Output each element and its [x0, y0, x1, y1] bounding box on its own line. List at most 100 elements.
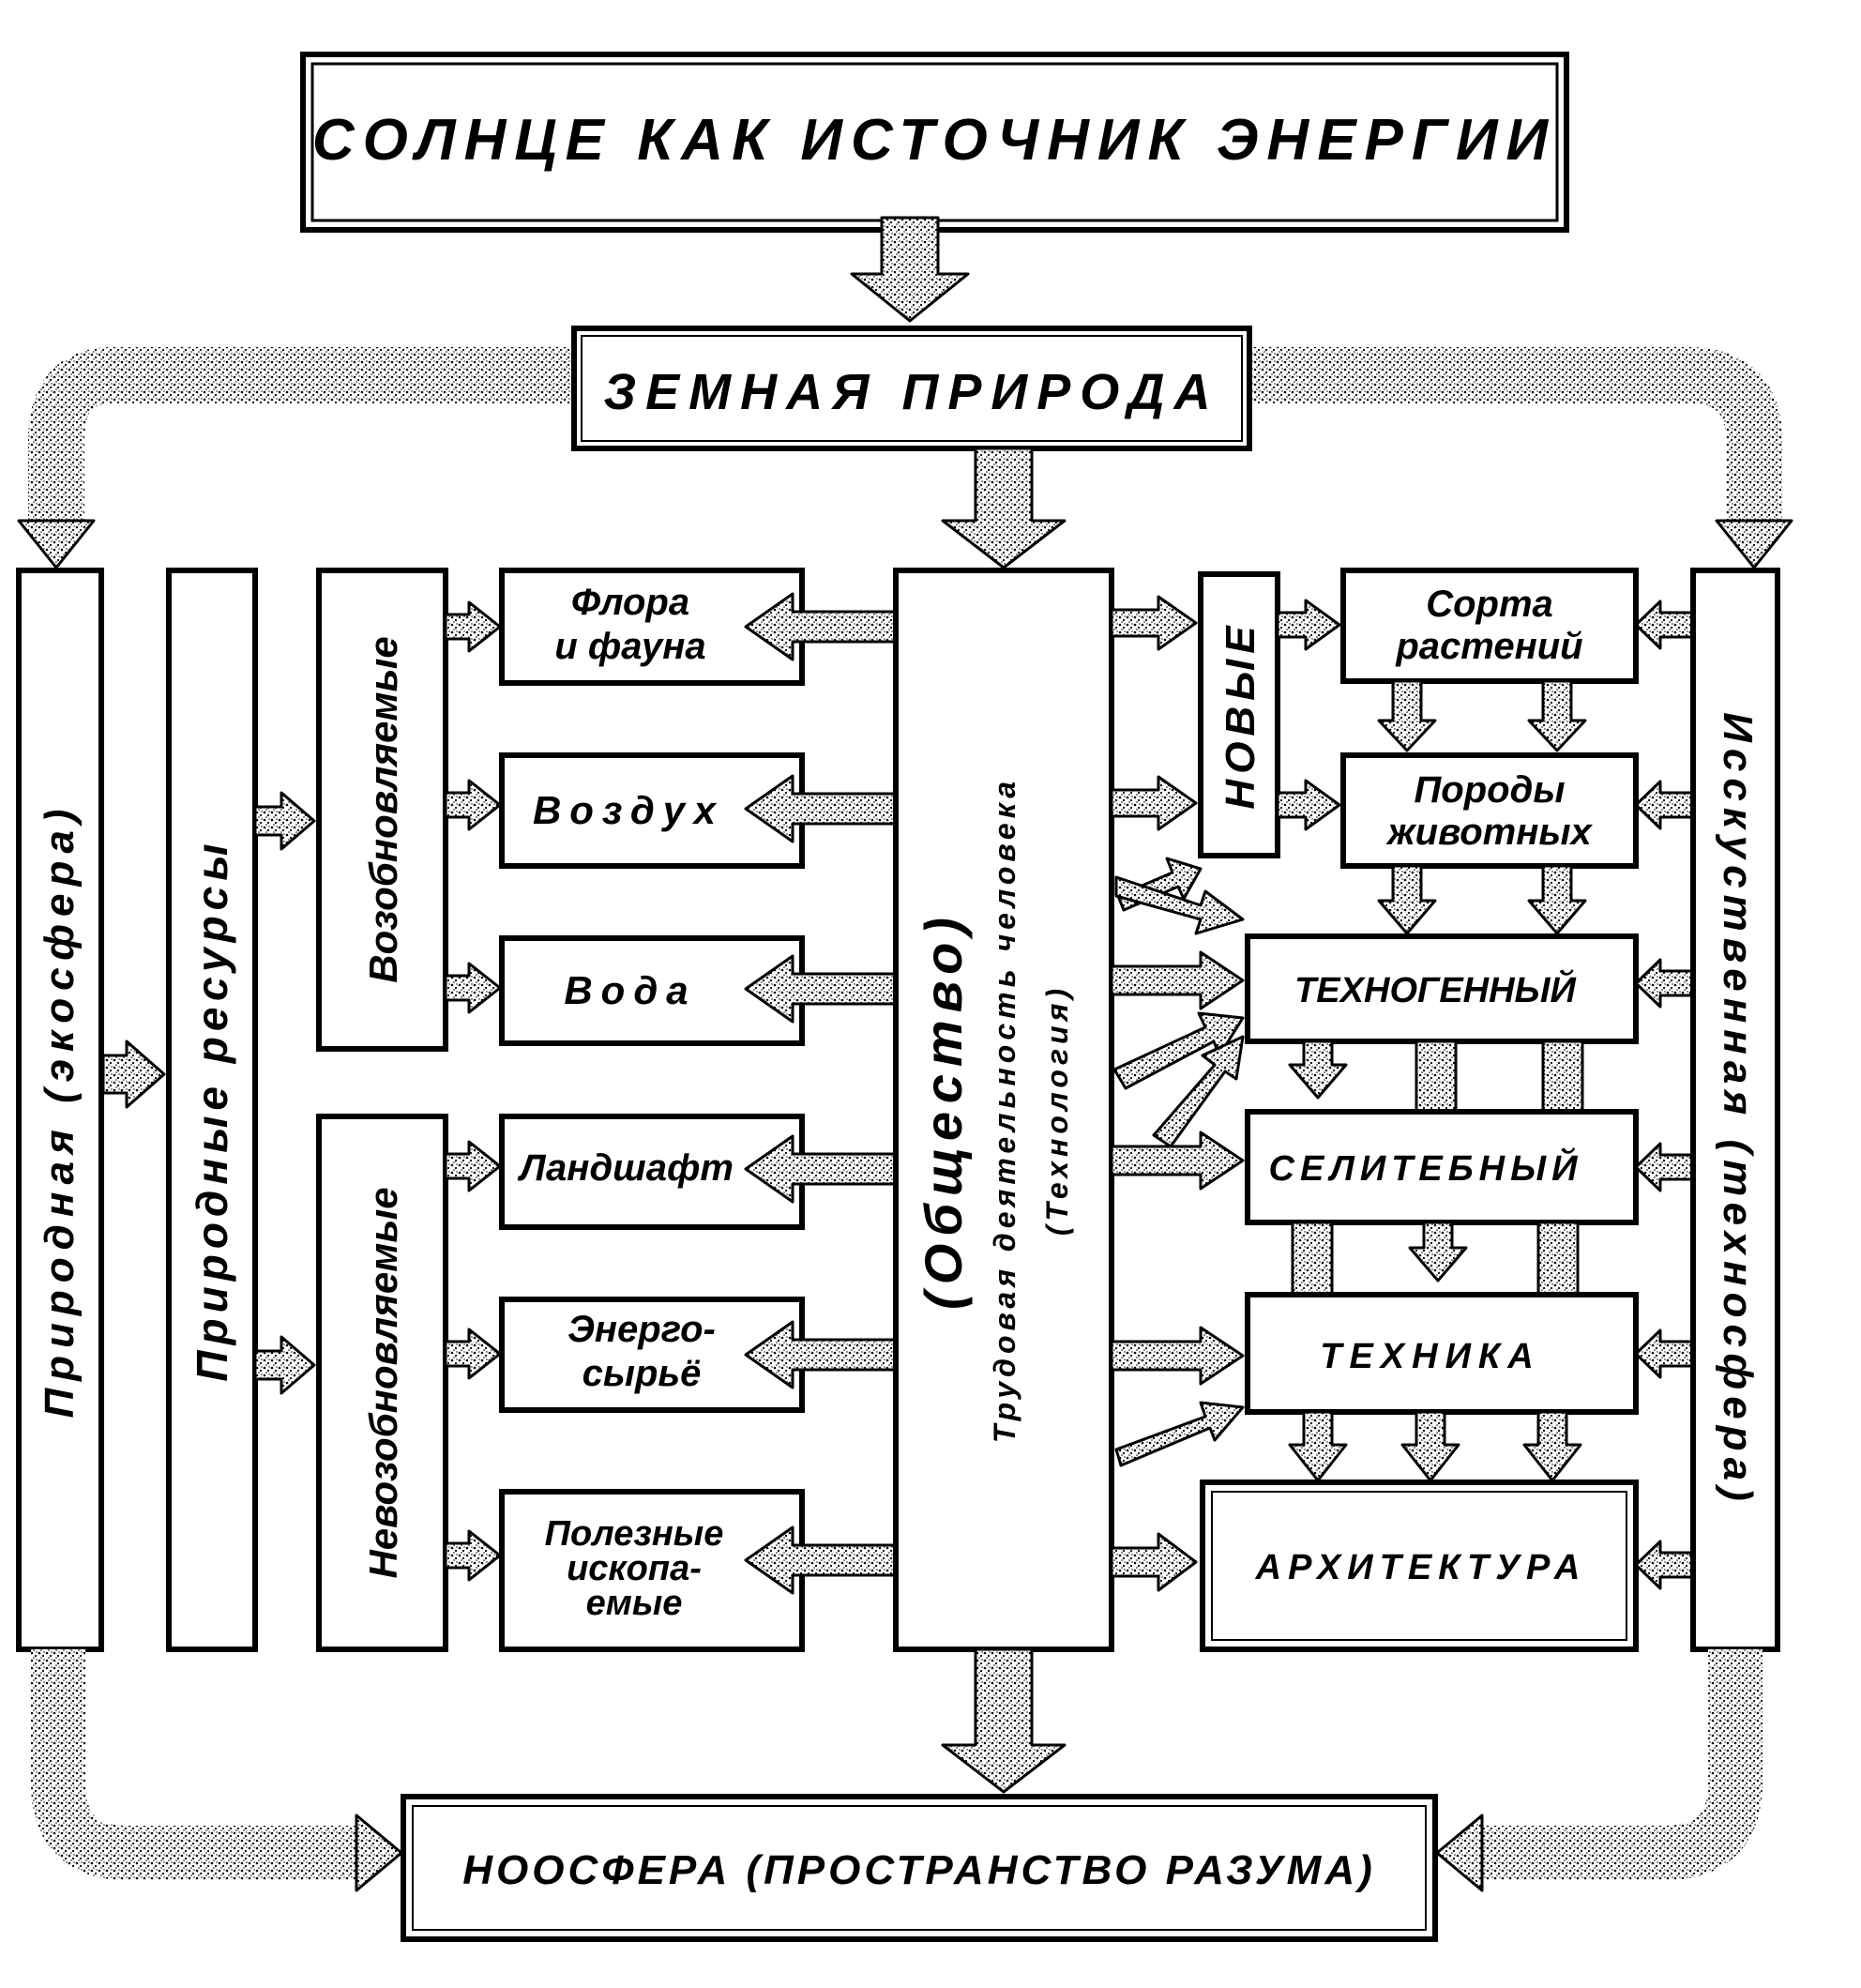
water-box: Вода — [499, 935, 805, 1046]
arrow-technics-to-architecture-1 — [1288, 1410, 1348, 1482]
artificial-column: Исскуственная (техносфера) — [1690, 568, 1780, 1652]
minerals-label-line3: емые — [586, 1584, 683, 1623]
arrow-society-to-technogenic-low2 — [1152, 1035, 1245, 1148]
arrow-society-air — [744, 774, 898, 843]
arrow-breeds-to-technogenic-left — [1377, 864, 1437, 935]
arrow-society-to-technics — [1110, 1326, 1245, 1386]
band-nature-right — [1248, 347, 1782, 521]
landscape-label: Ландшафт — [517, 1147, 734, 1189]
arrow-society-to-architecture — [1110, 1532, 1198, 1592]
natural-column: Природная (экосфера) — [16, 568, 104, 1652]
residential-box: СЕЛИТЕБНЫЙ — [1245, 1109, 1639, 1225]
arrow-technogenic-to-residential-1 — [1288, 1040, 1348, 1100]
minerals-label-line2: ископа- — [567, 1549, 702, 1588]
noosphere-box: НООСФЕРА (ПРОСТРАНСТВО РАЗУМА) — [401, 1794, 1438, 1942]
energy-label-line1: Энерго- — [567, 1309, 716, 1350]
water-label: Вода — [564, 968, 696, 1012]
band-natural-to-noosphere — [31, 1649, 356, 1880]
renewable-box: Возобновляемые — [316, 568, 448, 1052]
band-technogenic-residential-2 — [1415, 1040, 1458, 1118]
nonrenewable-label: Невозобновляемые — [361, 1187, 405, 1578]
arrow-new-to-breeds — [1276, 779, 1341, 831]
natural-column-label: Природная (экосфера) — [37, 802, 83, 1419]
technics-label: ТЕХНИКА — [1320, 1337, 1540, 1376]
new-box: НОВЫЕ — [1198, 571, 1280, 858]
artificial-column-label: Исскуственная (техносфера) — [1715, 712, 1761, 1508]
arrow-society-to-residential — [1110, 1131, 1245, 1191]
minerals-box: Полезные ископа- емые — [499, 1489, 805, 1652]
renewable-label: Возобновляемые — [361, 636, 405, 982]
sun-title: СОЛНЦЕ КАК ИСТОЧНИК ЭНЕРГИИ — [312, 108, 1556, 173]
society-column: (Общество) Трудовая деятельность человек… — [893, 568, 1114, 1652]
plants-label-line2: растений — [1395, 626, 1582, 667]
arrow-breeds-to-technogenic-right — [1527, 864, 1587, 935]
arrow-nature-to-artificial — [1715, 519, 1793, 569]
architecture-box: АРХИТЕКТУРА — [1200, 1480, 1639, 1652]
arrow-society-to-new-bottom — [1110, 775, 1198, 831]
arrow-society-to-technogenic — [1110, 950, 1245, 1010]
nonrenewable-box: Невозобновляемые — [316, 1114, 448, 1652]
arrow-nature-to-society — [941, 447, 1067, 569]
arrow-artificial-to-noosphere — [1435, 1813, 1484, 1892]
arrow-resources-to-renewable — [253, 791, 316, 851]
plants-label-line1: Сорта — [1426, 584, 1553, 625]
arrow-nonrenewable-to-landscape — [444, 1140, 502, 1192]
technogenic-box: ТЕХНОГЕННЫЙ — [1245, 933, 1639, 1044]
air-box: Воздух — [499, 752, 805, 869]
society-main-label: (Общество) — [914, 910, 973, 1310]
flora-label-line2: и фауна — [554, 626, 705, 667]
architecture-label: АРХИТЕКТУРА — [1255, 1548, 1587, 1587]
nature-title: ЗЕМНАЯ ПРИРОДА — [603, 364, 1219, 420]
arrow-society-to-new-top — [1110, 595, 1198, 651]
sun-box: СОЛНЦЕ КАК ИСТОЧНИК ЭНЕРГИИ — [300, 52, 1569, 233]
arrow-plants-to-breeds-left — [1377, 679, 1437, 752]
technics-box: ТЕХНИКА — [1245, 1292, 1639, 1415]
band-residential-technics-1 — [1291, 1221, 1334, 1299]
society-sub-label: Трудовая деятельность человека — [988, 777, 1021, 1443]
arrow-natural-to-noosphere — [355, 1813, 403, 1892]
arrow-resources-to-nonrenewable — [253, 1335, 316, 1395]
minerals-label-line1: Полезные — [545, 1514, 724, 1554]
arrow-society-to-technogenic-diag — [1114, 875, 1245, 935]
breeds-label-line1: Породы — [1415, 769, 1566, 811]
arrow-society-to-noosphere — [941, 1647, 1067, 1794]
air-label: Воздух — [533, 788, 724, 832]
arrow-renewable-to-flora — [444, 600, 502, 653]
arrow-society-flora — [744, 592, 898, 661]
arrow-new-to-plants — [1276, 599, 1341, 651]
breeds-label-line2: животных — [1385, 812, 1593, 853]
arrow-society-to-technics-diag — [1114, 1401, 1245, 1467]
plants-box: Сорта растений — [1340, 568, 1639, 684]
band-artificial-to-noosphere — [1482, 1649, 1763, 1880]
band-nature-left — [28, 347, 582, 521]
arrow-renewable-to-air — [444, 779, 502, 831]
arrow-renewable-to-water — [444, 962, 502, 1014]
arrow-technics-to-architecture-3 — [1522, 1410, 1582, 1482]
arrow-society-energy — [744, 1320, 898, 1389]
band-residential-technics-3 — [1536, 1221, 1580, 1299]
arrow-society-water — [744, 954, 898, 1024]
arrow-sun-to-nature — [850, 216, 970, 323]
noosphere-title: НООСФЕРА (ПРОСТРАНСТВО РАЗУМА) — [462, 1847, 1376, 1893]
arrow-society-minerals — [744, 1525, 898, 1595]
arrow-natural-to-resources — [101, 1040, 166, 1109]
arrow-technics-to-architecture-2 — [1400, 1410, 1460, 1482]
resources-column-label: Природные ресурсы — [188, 838, 236, 1381]
arrow-plants-to-breeds-right — [1527, 679, 1587, 752]
flora-label-line1: Флора — [571, 582, 689, 623]
breeds-box: Породы животных — [1340, 752, 1639, 869]
band-technogenic-residential-3 — [1541, 1040, 1584, 1118]
resources-column: Природные ресурсы — [166, 568, 258, 1652]
arrow-residential-to-technics-2 — [1408, 1221, 1468, 1282]
arrow-society-landscape — [744, 1134, 898, 1204]
new-label: НОВЫЕ — [1218, 620, 1263, 809]
nature-box: ЗЕМНАЯ ПРИРОДА — [571, 326, 1252, 451]
arrow-nonrenewable-to-minerals — [444, 1529, 502, 1582]
society-tech-label: (Технология) — [1040, 984, 1074, 1236]
technogenic-label: ТЕХНОГЕННЫЙ — [1294, 968, 1576, 1010]
arrow-nonrenewable-to-energy — [444, 1328, 502, 1380]
arrow-society-to-technogenic-low1 — [1112, 1011, 1245, 1090]
energy-label-line2: сырьё — [583, 1353, 702, 1394]
arrow-nature-to-natural — [17, 519, 96, 569]
